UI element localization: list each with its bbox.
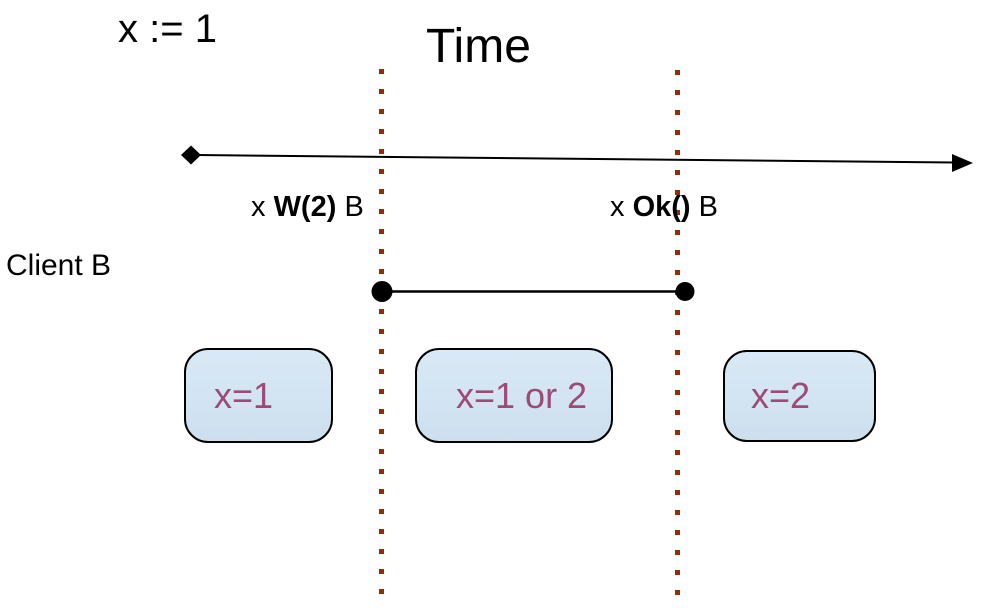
write-op-suffix: B <box>336 191 364 223</box>
state-label: x=1 <box>214 374 274 416</box>
state-label: x=1 or 2 <box>456 374 588 416</box>
assignment-label: x := 1 <box>118 7 217 51</box>
write-op-name: W(2) <box>273 191 337 223</box>
state-box-before-write: x=1 <box>184 348 333 443</box>
state-label: x=2 <box>751 375 811 416</box>
timeline-arrowhead <box>952 154 973 172</box>
ok-op-prefix: x <box>610 191 633 223</box>
state-box-after-write: x=2 <box>723 350 876 442</box>
write-response-label: x Ok() B <box>610 191 718 224</box>
ok-op-name: Ok() <box>632 191 691 223</box>
ok-op-suffix: B <box>690 191 718 223</box>
segment-end-dot <box>675 282 695 301</box>
write-invocation-label: x W(2) B <box>251 191 364 224</box>
segment-start-dot <box>371 281 393 302</box>
diagram-title: Time <box>426 20 531 73</box>
write-op-prefix: x <box>251 191 274 223</box>
timeline-axis <box>196 154 956 164</box>
client-label: Client B <box>6 249 112 282</box>
state-box-during-write: x=1 or 2 <box>415 348 613 443</box>
timeline-start-diamond <box>181 145 201 165</box>
